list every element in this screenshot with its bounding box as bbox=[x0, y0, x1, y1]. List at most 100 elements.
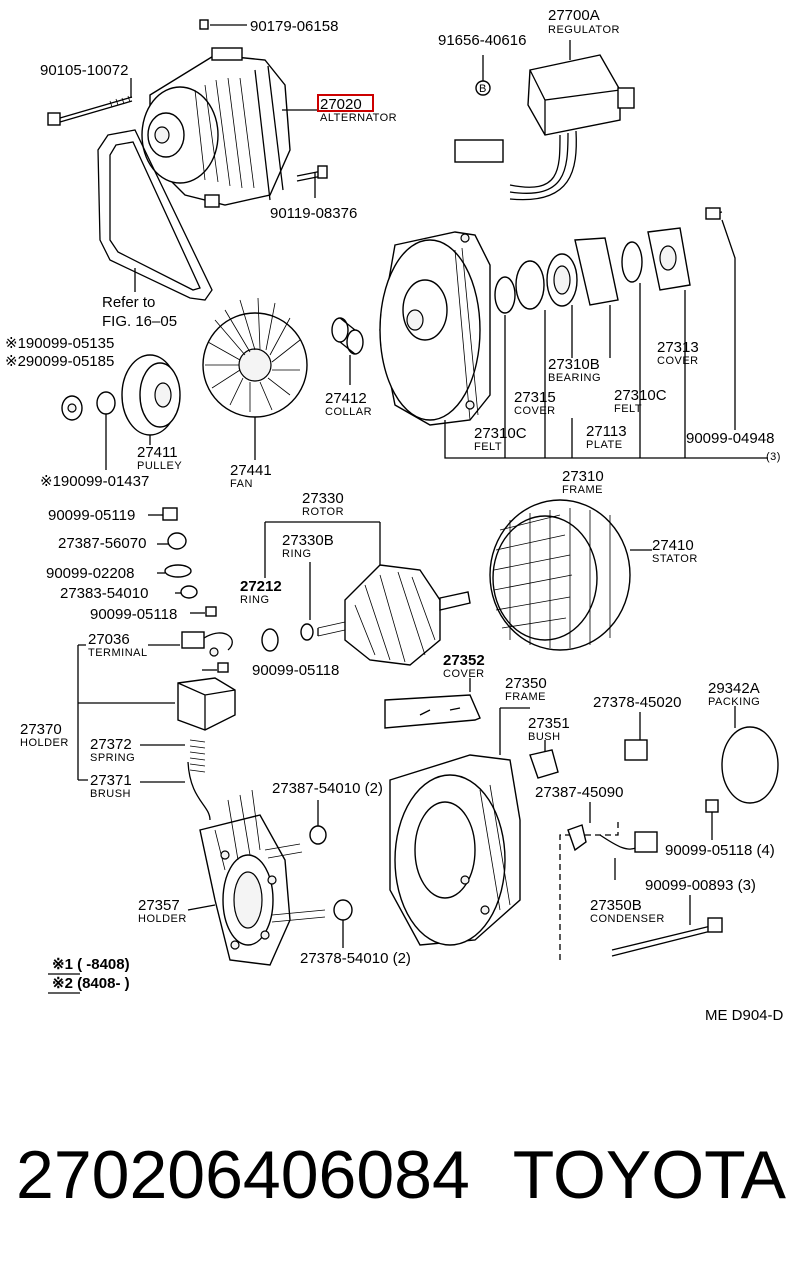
callout-27212: 27212 bbox=[240, 578, 282, 595]
refer-text-2: FIG. 16–05 bbox=[102, 313, 177, 330]
callout-90099-00893: 90099-00893 (3) bbox=[645, 877, 756, 894]
callout-90099-05118-c: 90099-05118 (4) bbox=[665, 842, 775, 859]
caption-ring-27330b: RING bbox=[282, 548, 312, 560]
pulley-group bbox=[61, 354, 181, 470]
collar bbox=[331, 317, 364, 385]
callout-27313: 27313 bbox=[657, 339, 699, 356]
callout-27020: 27020 bbox=[320, 96, 362, 113]
caption-ring-27212: RING bbox=[240, 594, 270, 606]
callout-90119-08376: 90119-08376 bbox=[270, 205, 357, 222]
caption-brush: BRUSH bbox=[90, 788, 131, 800]
caption-rotor: ROTOR bbox=[302, 506, 344, 518]
alternator-assembly bbox=[47, 19, 328, 301]
leader-lines-top bbox=[130, 24, 571, 292]
callout-90099-04948: 90099-04948 bbox=[686, 430, 774, 447]
rectifier-holder bbox=[187, 789, 353, 966]
small-hardware-left bbox=[148, 507, 229, 673]
callout-27372: 27372 bbox=[90, 736, 132, 753]
callout-27370: 27370 bbox=[20, 721, 62, 738]
part-number: 270206406084 bbox=[16, 1137, 470, 1213]
caption-bearing: BEARING bbox=[548, 372, 601, 384]
caption-cover-27315: COVER bbox=[514, 405, 556, 417]
caption-holder-27357: HOLDER bbox=[138, 913, 187, 925]
caption-cover-27352: COVER bbox=[443, 668, 485, 680]
caption-frame-27310: FRAME bbox=[562, 484, 603, 496]
callout-27310c-left: 27310C bbox=[474, 425, 527, 442]
callout-91656-40616: 91656-40616 bbox=[438, 32, 526, 49]
callout-27412: 27412 bbox=[325, 390, 367, 407]
callout-90099-05119: 90099-05119 bbox=[48, 507, 135, 524]
callout-labels: 90179-06158 27700A REGULATOR 91656-40616… bbox=[5, 7, 784, 1024]
callout-27357: 27357 bbox=[138, 897, 180, 914]
callout-27310c-right: 27310C bbox=[614, 387, 667, 404]
callout-90099-05118-a: 90099-05118 bbox=[90, 606, 177, 623]
figure-ref-code: ME D904-D bbox=[705, 1007, 784, 1024]
caption-cover-27313: COVER bbox=[657, 355, 699, 367]
callout-27700a: 27700A bbox=[548, 7, 600, 24]
caption-frame-27350: FRAME bbox=[505, 691, 546, 703]
part-title-bar: 270206406084 TOYOTA bbox=[16, 1135, 786, 1215]
callout-90099-05118-b: 90099-05118 bbox=[252, 662, 339, 679]
brand-name: TOYOTA bbox=[512, 1137, 786, 1213]
caption-stator: STATOR bbox=[652, 553, 698, 565]
callout-27387-54010: 27387-54010 (2) bbox=[272, 780, 383, 797]
callout-290099-05185: ※290099-05185 bbox=[5, 353, 114, 370]
caption-alternator: ALTERNATOR bbox=[320, 112, 397, 124]
callout-27113: 27113 bbox=[586, 423, 627, 440]
callout-27411: 27411 bbox=[137, 444, 178, 461]
regulator: B bbox=[454, 54, 635, 201]
caption-terminal: TERMINAL bbox=[88, 647, 148, 659]
caption-fan: FAN bbox=[230, 478, 253, 490]
refer-text-1: Refer to bbox=[102, 294, 155, 311]
callout-27351: 27351 bbox=[528, 715, 570, 732]
callout-27315: 27315 bbox=[514, 389, 556, 406]
qty-90099-04948: (3) bbox=[766, 451, 781, 463]
caption-regulator: REGULATOR bbox=[548, 24, 620, 36]
callout-190099-05135: ※190099-05135 bbox=[5, 335, 114, 352]
caption-bush: BUSH bbox=[528, 731, 561, 743]
callout-27352: 27352 bbox=[443, 652, 485, 669]
callout-27371: 27371 bbox=[90, 772, 132, 789]
callout-90099-02208: 90099-02208 bbox=[46, 565, 134, 582]
caption-plate: PLATE bbox=[586, 439, 623, 451]
caption-spring: SPRING bbox=[90, 752, 135, 764]
note-2: ※2 (8408- ) bbox=[52, 975, 130, 992]
stator bbox=[489, 499, 652, 651]
callout-27350b: 27350B bbox=[590, 897, 642, 914]
drive-end-frame bbox=[379, 231, 491, 426]
callout-27350: 27350 bbox=[505, 675, 547, 692]
caption-holder-27370: HOLDER bbox=[20, 737, 69, 749]
svg-text:B: B bbox=[479, 83, 487, 95]
caption-felt-left: FELT bbox=[474, 441, 502, 453]
caption-pulley: PULLEY bbox=[137, 460, 182, 472]
caption-felt-right: FELT bbox=[614, 403, 642, 415]
callout-90179-06158: 90179-06158 bbox=[250, 18, 338, 35]
rotor-group bbox=[261, 521, 471, 666]
caption-packing: PACKING bbox=[708, 696, 760, 708]
callout-27387-45090: 27387-45090 bbox=[535, 784, 623, 801]
callout-27310: 27310 bbox=[562, 468, 604, 485]
callout-27441: 27441 bbox=[230, 462, 272, 479]
callout-90105-10072: 90105-10072 bbox=[40, 62, 128, 79]
callout-27378-54010: 27378-54010 (2) bbox=[300, 950, 411, 967]
rear-hardware bbox=[567, 706, 779, 957]
caption-collar: COLLAR bbox=[325, 406, 372, 418]
callout-27378-45020: 27378-45020 bbox=[593, 694, 681, 711]
callout-29342a: 29342A bbox=[708, 680, 760, 697]
callout-27383-54010: 27383-54010 bbox=[60, 585, 148, 602]
caption-condenser: CONDENSER bbox=[590, 913, 665, 925]
bearing-stack bbox=[494, 207, 723, 314]
callout-27310b: 27310B bbox=[548, 356, 600, 373]
callout-27036: 27036 bbox=[88, 631, 130, 648]
rear-frame bbox=[384, 678, 619, 960]
fan bbox=[202, 297, 308, 460]
callout-27410: 27410 bbox=[652, 537, 694, 554]
callout-27330b: 27330B bbox=[282, 532, 334, 549]
highlight-box bbox=[317, 94, 374, 112]
callout-190099-01437: ※190099-01437 bbox=[40, 473, 149, 490]
callout-27330: 27330 bbox=[302, 490, 344, 507]
frame-group-bracket bbox=[444, 219, 768, 459]
note-1: ※1 ( -8408) bbox=[52, 956, 130, 973]
brush-holder-assembly bbox=[77, 631, 236, 821]
